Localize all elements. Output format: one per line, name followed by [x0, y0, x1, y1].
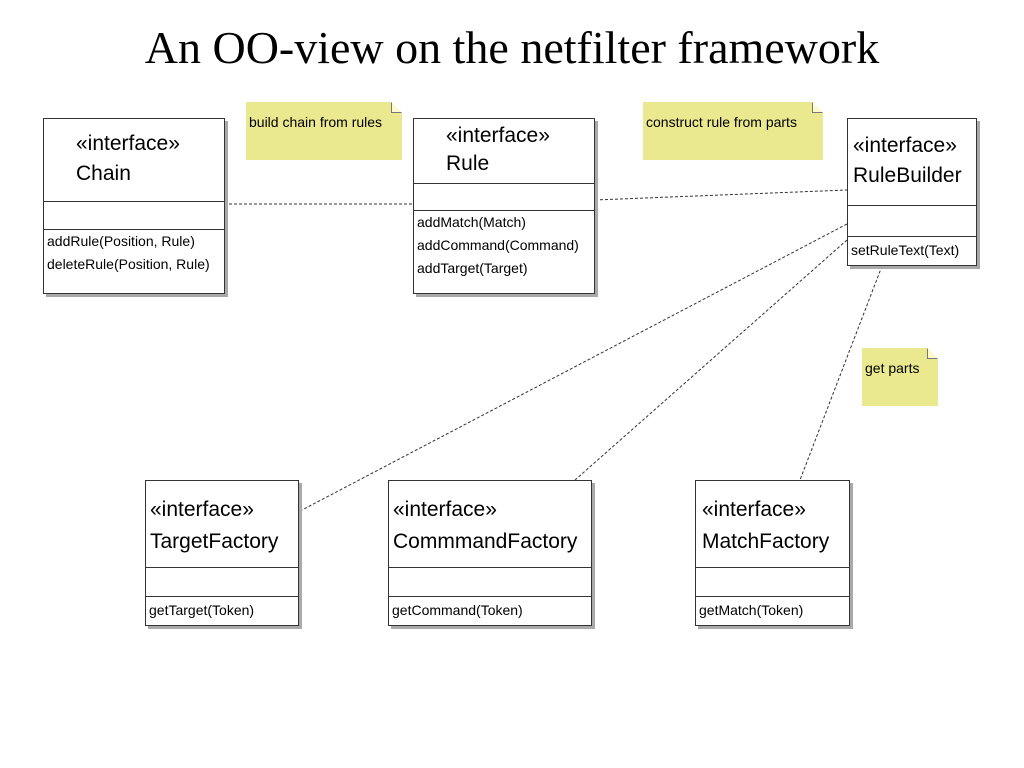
class-header: «interface» RuleBuilder	[848, 119, 976, 206]
method-item: addMatch(Match)	[417, 214, 526, 230]
note-fold	[812, 102, 823, 113]
method-item: setRuleText(Text)	[851, 242, 960, 258]
uml-class-rulebuilder[interactable]: «interface» RuleBuilder setRuleText(Text…	[847, 118, 977, 266]
connector-rulebuilder-commandfactory	[574, 239, 848, 481]
slide-title: An OO-view on the netfilter framework	[144, 22, 880, 73]
methods-compartment: getTarget(Token)	[146, 597, 298, 622]
method-item: getCommand(Token)	[392, 602, 523, 618]
method-item: getMatch(Token)	[699, 602, 804, 618]
method-item: getTarget(Token)	[149, 602, 255, 618]
attributes-compartment	[414, 184, 594, 211]
attributes-compartment	[44, 202, 224, 230]
note-fold	[391, 102, 402, 113]
attributes-compartment	[848, 206, 976, 237]
note-get-parts: get parts	[862, 348, 938, 406]
class-name: MatchFactory	[702, 530, 830, 553]
class-name: TargetFactory	[150, 530, 279, 553]
stereotype-label: «interface»	[702, 498, 806, 521]
stereotype-label: «interface»	[446, 124, 550, 147]
class-name: CommmandFactory	[393, 530, 578, 553]
connector-rulebuilder-matchfactory	[799, 265, 883, 481]
uml-class-rule[interactable]: «interface» Rule addMatch(Match) addComm…	[413, 118, 595, 294]
class-name: RuleBuilder	[853, 164, 962, 187]
class-header: «interface» TargetFactory	[146, 481, 298, 568]
note-fold	[927, 348, 938, 359]
uml-class-targetfactory[interactable]: «interface» TargetFactory getTarget(Toke…	[145, 480, 299, 626]
class-name: Chain	[76, 162, 131, 185]
class-name: Rule	[446, 152, 490, 175]
attributes-compartment	[696, 568, 849, 597]
methods-compartment: addRule(Position, Rule) deleteRule(Posit…	[44, 230, 224, 276]
method-item: deleteRule(Position, Rule)	[47, 256, 210, 272]
method-item: addTarget(Target)	[417, 260, 528, 276]
note-text: construct rule from parts	[646, 114, 797, 130]
uml-class-matchfactory[interactable]: «interface» MatchFactory getMatch(Token)	[695, 480, 850, 626]
method-item: addCommand(Command)	[417, 237, 579, 253]
uml-class-commandfactory[interactable]: «interface» CommmandFactory getCommand(T…	[388, 480, 592, 626]
connector-rule-rulebuilder	[594, 189, 848, 201]
connector-rulebuilder-targetfactory	[301, 223, 848, 511]
stereotype-label: «interface»	[76, 132, 180, 155]
methods-compartment: addMatch(Match) addCommand(Command) addT…	[414, 211, 594, 280]
note-build-chain: build chain from rules	[246, 102, 402, 160]
class-header: «interface» MatchFactory	[696, 481, 849, 568]
class-header: «interface» Chain	[44, 119, 224, 202]
stereotype-label: «interface»	[150, 498, 254, 521]
methods-compartment: getMatch(Token)	[696, 597, 849, 622]
methods-compartment: setRuleText(Text)	[848, 237, 976, 262]
method-item: addRule(Position, Rule)	[47, 233, 195, 249]
class-header: «interface» Rule	[414, 119, 594, 184]
uml-class-chain[interactable]: «interface» Chain addRule(Position, Rule…	[43, 118, 225, 294]
stereotype-label: «interface»	[853, 134, 957, 157]
class-header: «interface» CommmandFactory	[389, 481, 591, 568]
note-text: get parts	[865, 360, 920, 376]
stereotype-label: «interface»	[393, 498, 497, 521]
methods-compartment: getCommand(Token)	[389, 597, 591, 622]
attributes-compartment	[389, 568, 591, 597]
note-text: build chain from rules	[249, 114, 383, 130]
note-construct-rule: construct rule from parts	[643, 102, 823, 160]
attributes-compartment	[146, 568, 298, 597]
